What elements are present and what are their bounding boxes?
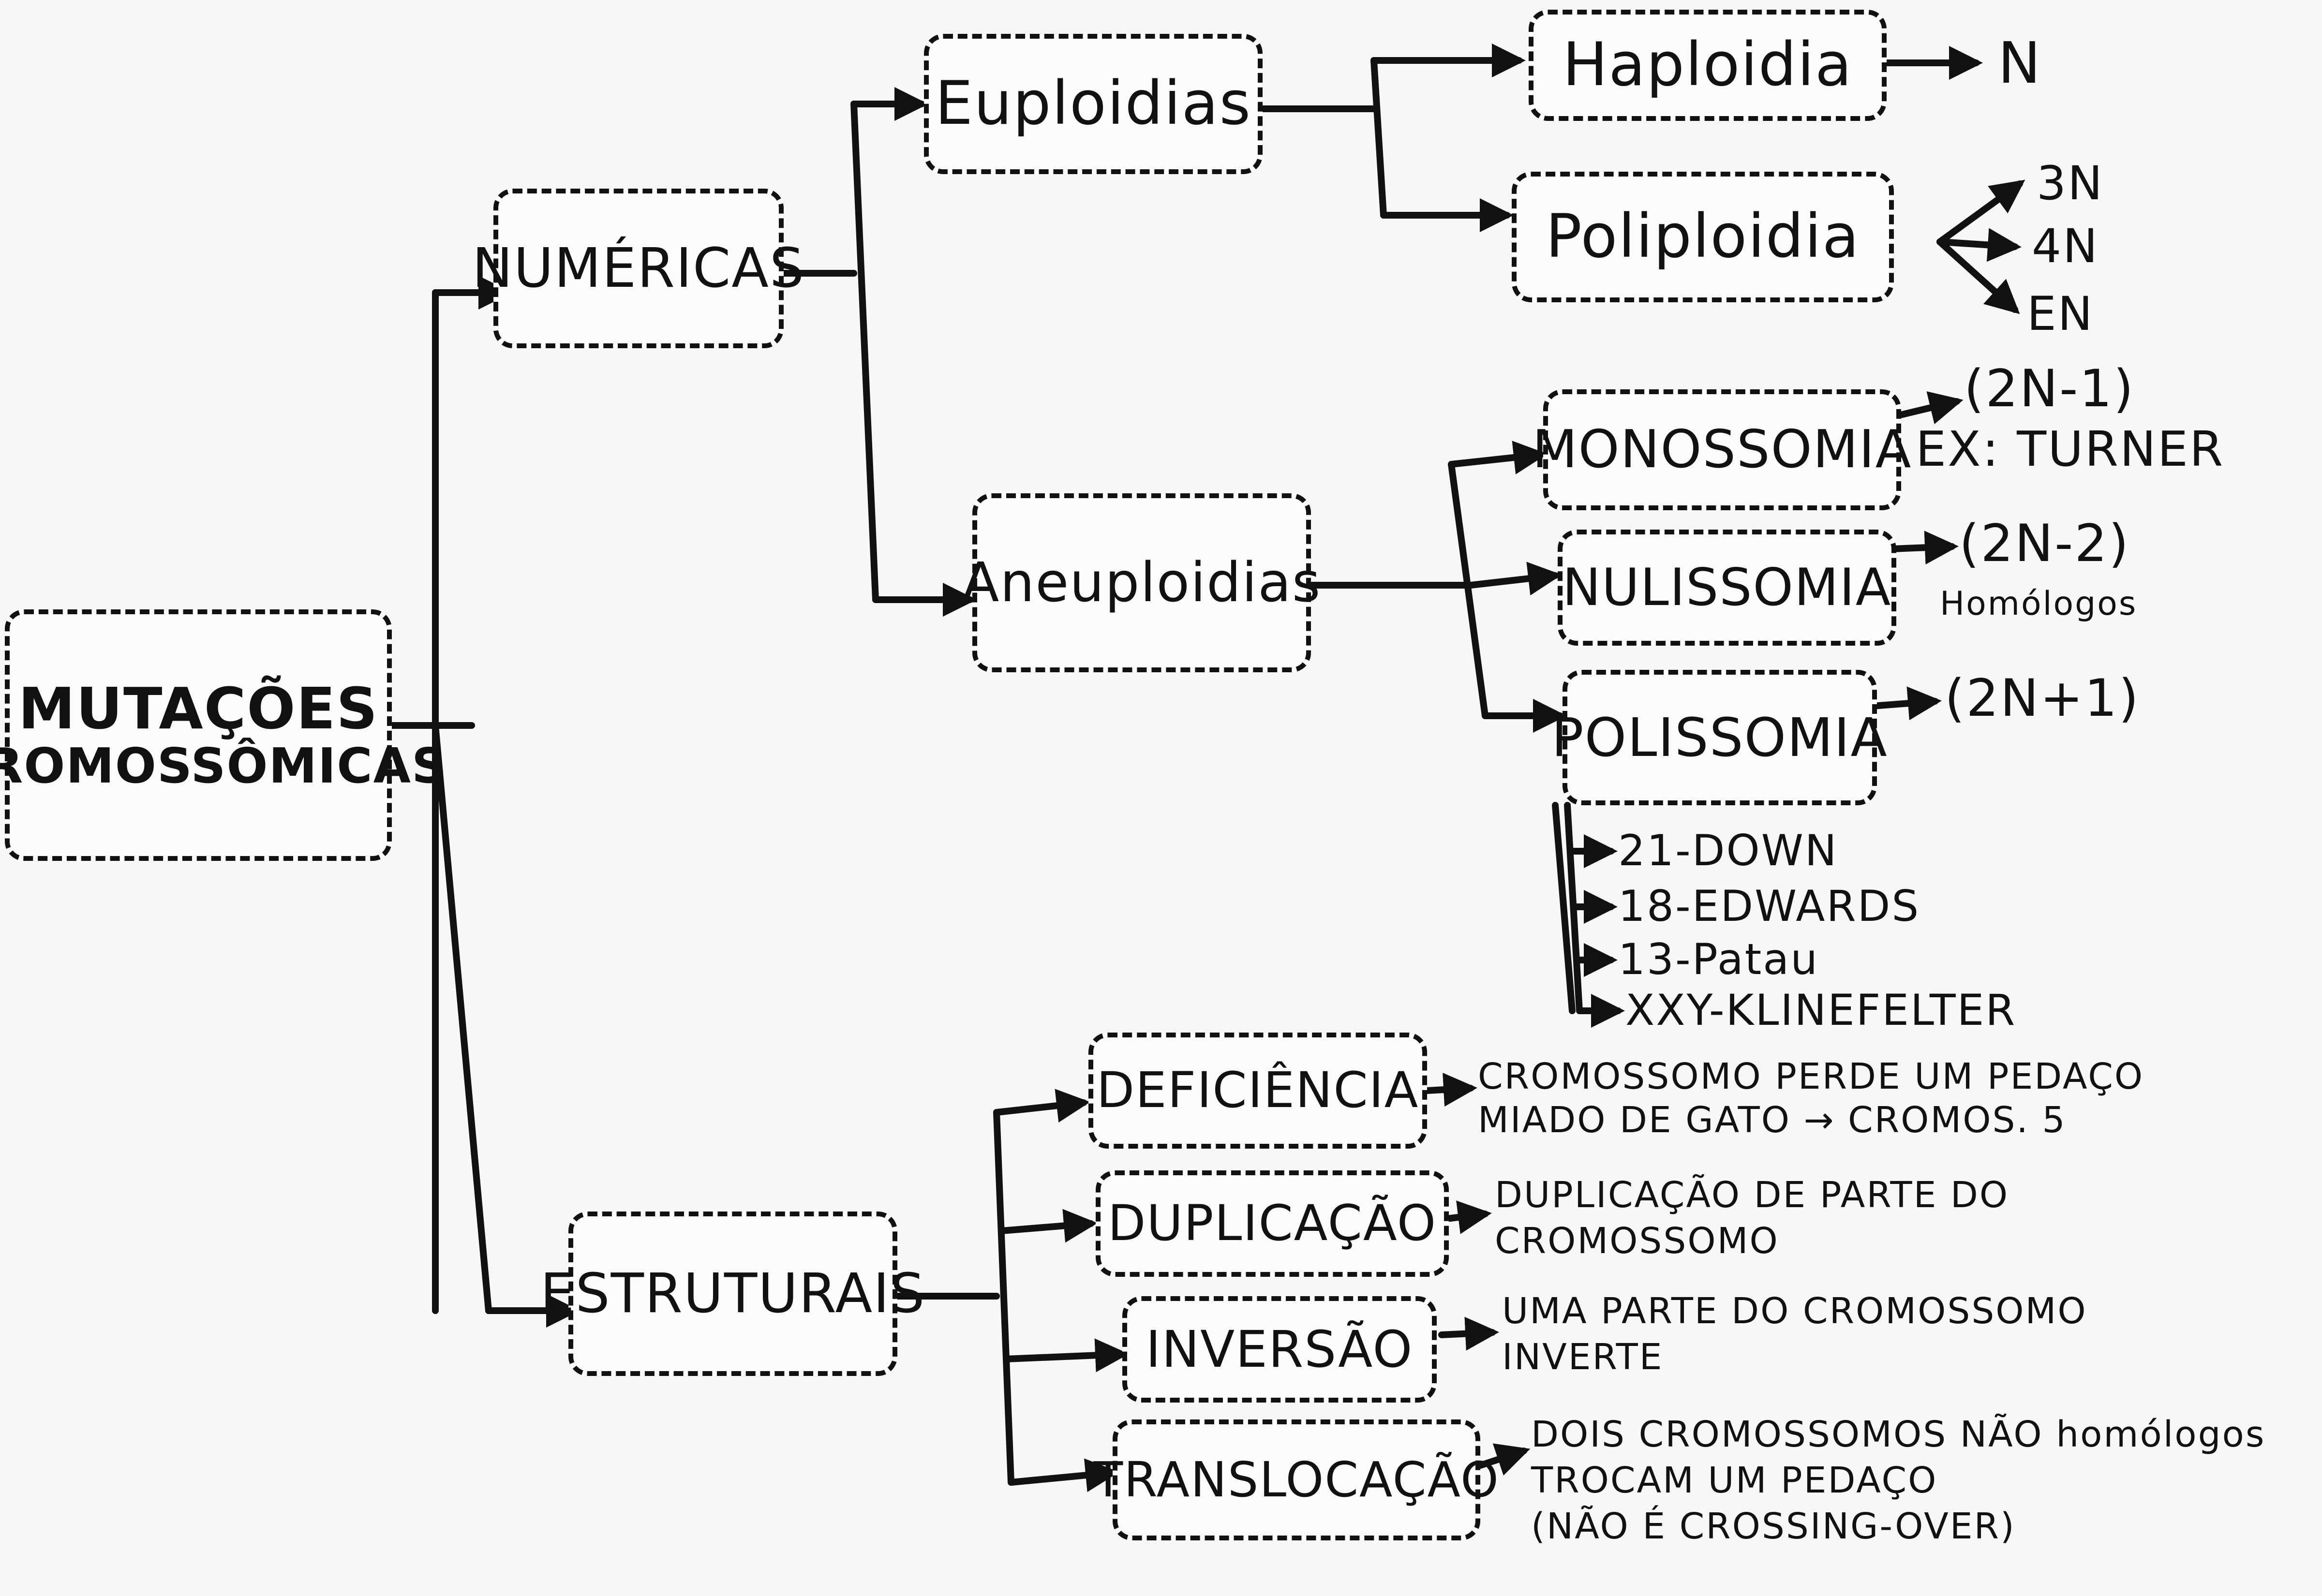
node-nulissomia: NULISSOMIA [1558,530,1896,646]
node-mutacoes-cromossomicas: MUTAÇÕES CROMOSSÔMICAS [0,609,447,861]
connector-poliploidia-4n [1936,228,2022,262]
connector-duplicacao-desc [1443,1200,1492,1234]
inversao-desc-line1: UMA PARTE DO CROMOSSOMO [1502,1290,2087,1332]
node-haploidia-label: Haploidia [1563,30,1853,100]
deficiencia-desc-line2: MIADO DE GATO → CROMOS. 5 [1478,1099,2067,1141]
connector-polissomia-formula [1869,686,1942,721]
connector-aneuploidias-monossomia [1448,441,1548,474]
nulissomia-formula: (2N-2) [1959,514,2130,573]
node-poliploidia-label: Poliploidia [1546,202,1860,272]
polissomia-example-patau: 13-Patau [1618,934,1819,984]
connector-polissomia-examples-vertical [1552,802,1576,1014]
polissomia-formula: (2N+1) [1945,668,2140,728]
connector-inversao-desc [1438,1316,1499,1351]
connector-monossomia-formula [1893,391,1964,425]
connector-euploidias-vertical [1370,57,1387,219]
node-monossomia-label: MONOSSOMIA [1532,419,1912,480]
connector-root-lower [432,722,492,1314]
haploidia-result: N [1998,30,2042,96]
duplicacao-desc-line1: DUPLICAÇÃO DE PARTE DO [1495,1174,2009,1216]
nulissomia-note: Homólogos [1940,585,2138,623]
node-haploidia: Haploidia [1529,10,1887,121]
connector-numericas-vertical [850,101,879,603]
translocacao-desc-line1: DOIS CROMOSSOMOS NÃO homólogos [1531,1414,2266,1455]
node-inversao-label: INVERSÃO [1146,1319,1414,1379]
node-aneuploidias: Aneuploidias [962,493,1320,672]
node-estruturais: ESTRUTURAIS [540,1212,924,1376]
monossomia-example: EX: TURNER [1916,421,2225,477]
translocacao-desc-line2: TROCAM UM PEDAÇO [1531,1460,1938,1501]
connector-estruturais-vertical [993,1109,1014,1486]
node-translocacao: TRANSLOCAÇÃO [1093,1419,1499,1540]
root-line2: CROMOSSÔMICAS [0,737,448,794]
node-deficiencia: DEFICIÊNCIA [1088,1033,1427,1149]
connector-estruturais-deficiencia [993,1089,1090,1123]
connector-poliploidia-3n [1936,179,2025,245]
poliploidia-result-4n: 4N [2032,219,2099,273]
translocacao-desc-line3: (NÃO É CROSSING-OVER) [1531,1506,2016,1547]
node-duplicacao-label: DUPLICAÇÃO [1107,1194,1437,1252]
polissomia-example-down: 21-DOWN [1618,826,1838,875]
connector-poliploidia-en [1936,238,2020,314]
duplicacao-desc-line2: CROMOSSOMO [1495,1220,1779,1262]
node-numericas: NUMÉRICAS [472,189,804,348]
node-polissomia-label: POLISSOMIA [1551,706,1888,768]
connector-estruturais-inversao [1003,1338,1129,1373]
connector-aneuploidias-vertical [1448,461,1488,719]
polissomia-example-klinefelter: XXY-KLINEFELTER [1625,985,2017,1035]
node-mutacoes-cromossomicas-text: MUTAÇÕES CROMOSSÔMICAS [0,678,447,792]
root-line1: MUTAÇÕES [18,675,379,742]
poliploidia-result-3n: 3N [2037,156,2104,210]
connector-deficiencia-desc [1424,1073,1477,1107]
node-estruturais-label: ESTRUTURAIS [540,1262,926,1325]
node-euploidias-label: Euploidias [935,69,1252,139]
deficiencia-desc-line1: CROMOSSOMO PERDE UM PEDAÇO [1478,1056,2144,1097]
node-inversao: INVERSÃO [1122,1296,1437,1403]
node-monossomia: MONOSSOMIA [1532,389,1911,510]
connector-nulissomia-formula [1888,531,1959,565]
node-duplicacao: DUPLICAÇÃO [1096,1170,1449,1277]
polissomia-example-edwards: 18-EDWARDS [1618,881,1920,931]
node-poliploidia: Poliploidia [1512,172,1894,302]
node-euploidias: Euploidias [924,34,1263,174]
connector-translocacao-desc [1477,1443,1531,1476]
monossomia-formula: (2N-1) [1964,359,2135,418]
connector-aneuploidias-nulissomia [1467,562,1562,596]
node-nulissomia-label: NULISSOMIA [1562,557,1892,617]
node-aneuploidias-label: Aneuploidias [962,551,1322,614]
node-deficiencia-label: DEFICIÊNCIA [1096,1061,1419,1119]
connector-estruturais-translocacao [1008,1458,1119,1493]
node-numericas-label: NUMÉRICAS [472,236,805,300]
node-translocacao-label: TRANSLOCAÇÃO [1093,1451,1500,1508]
node-polissomia: POLISSOMIA [1551,670,1887,805]
inversao-desc-line2: INVERTE [1502,1336,1664,1378]
connector-estruturais-duplicacao [998,1209,1098,1243]
poliploidia-result-en: EN [2027,287,2094,341]
